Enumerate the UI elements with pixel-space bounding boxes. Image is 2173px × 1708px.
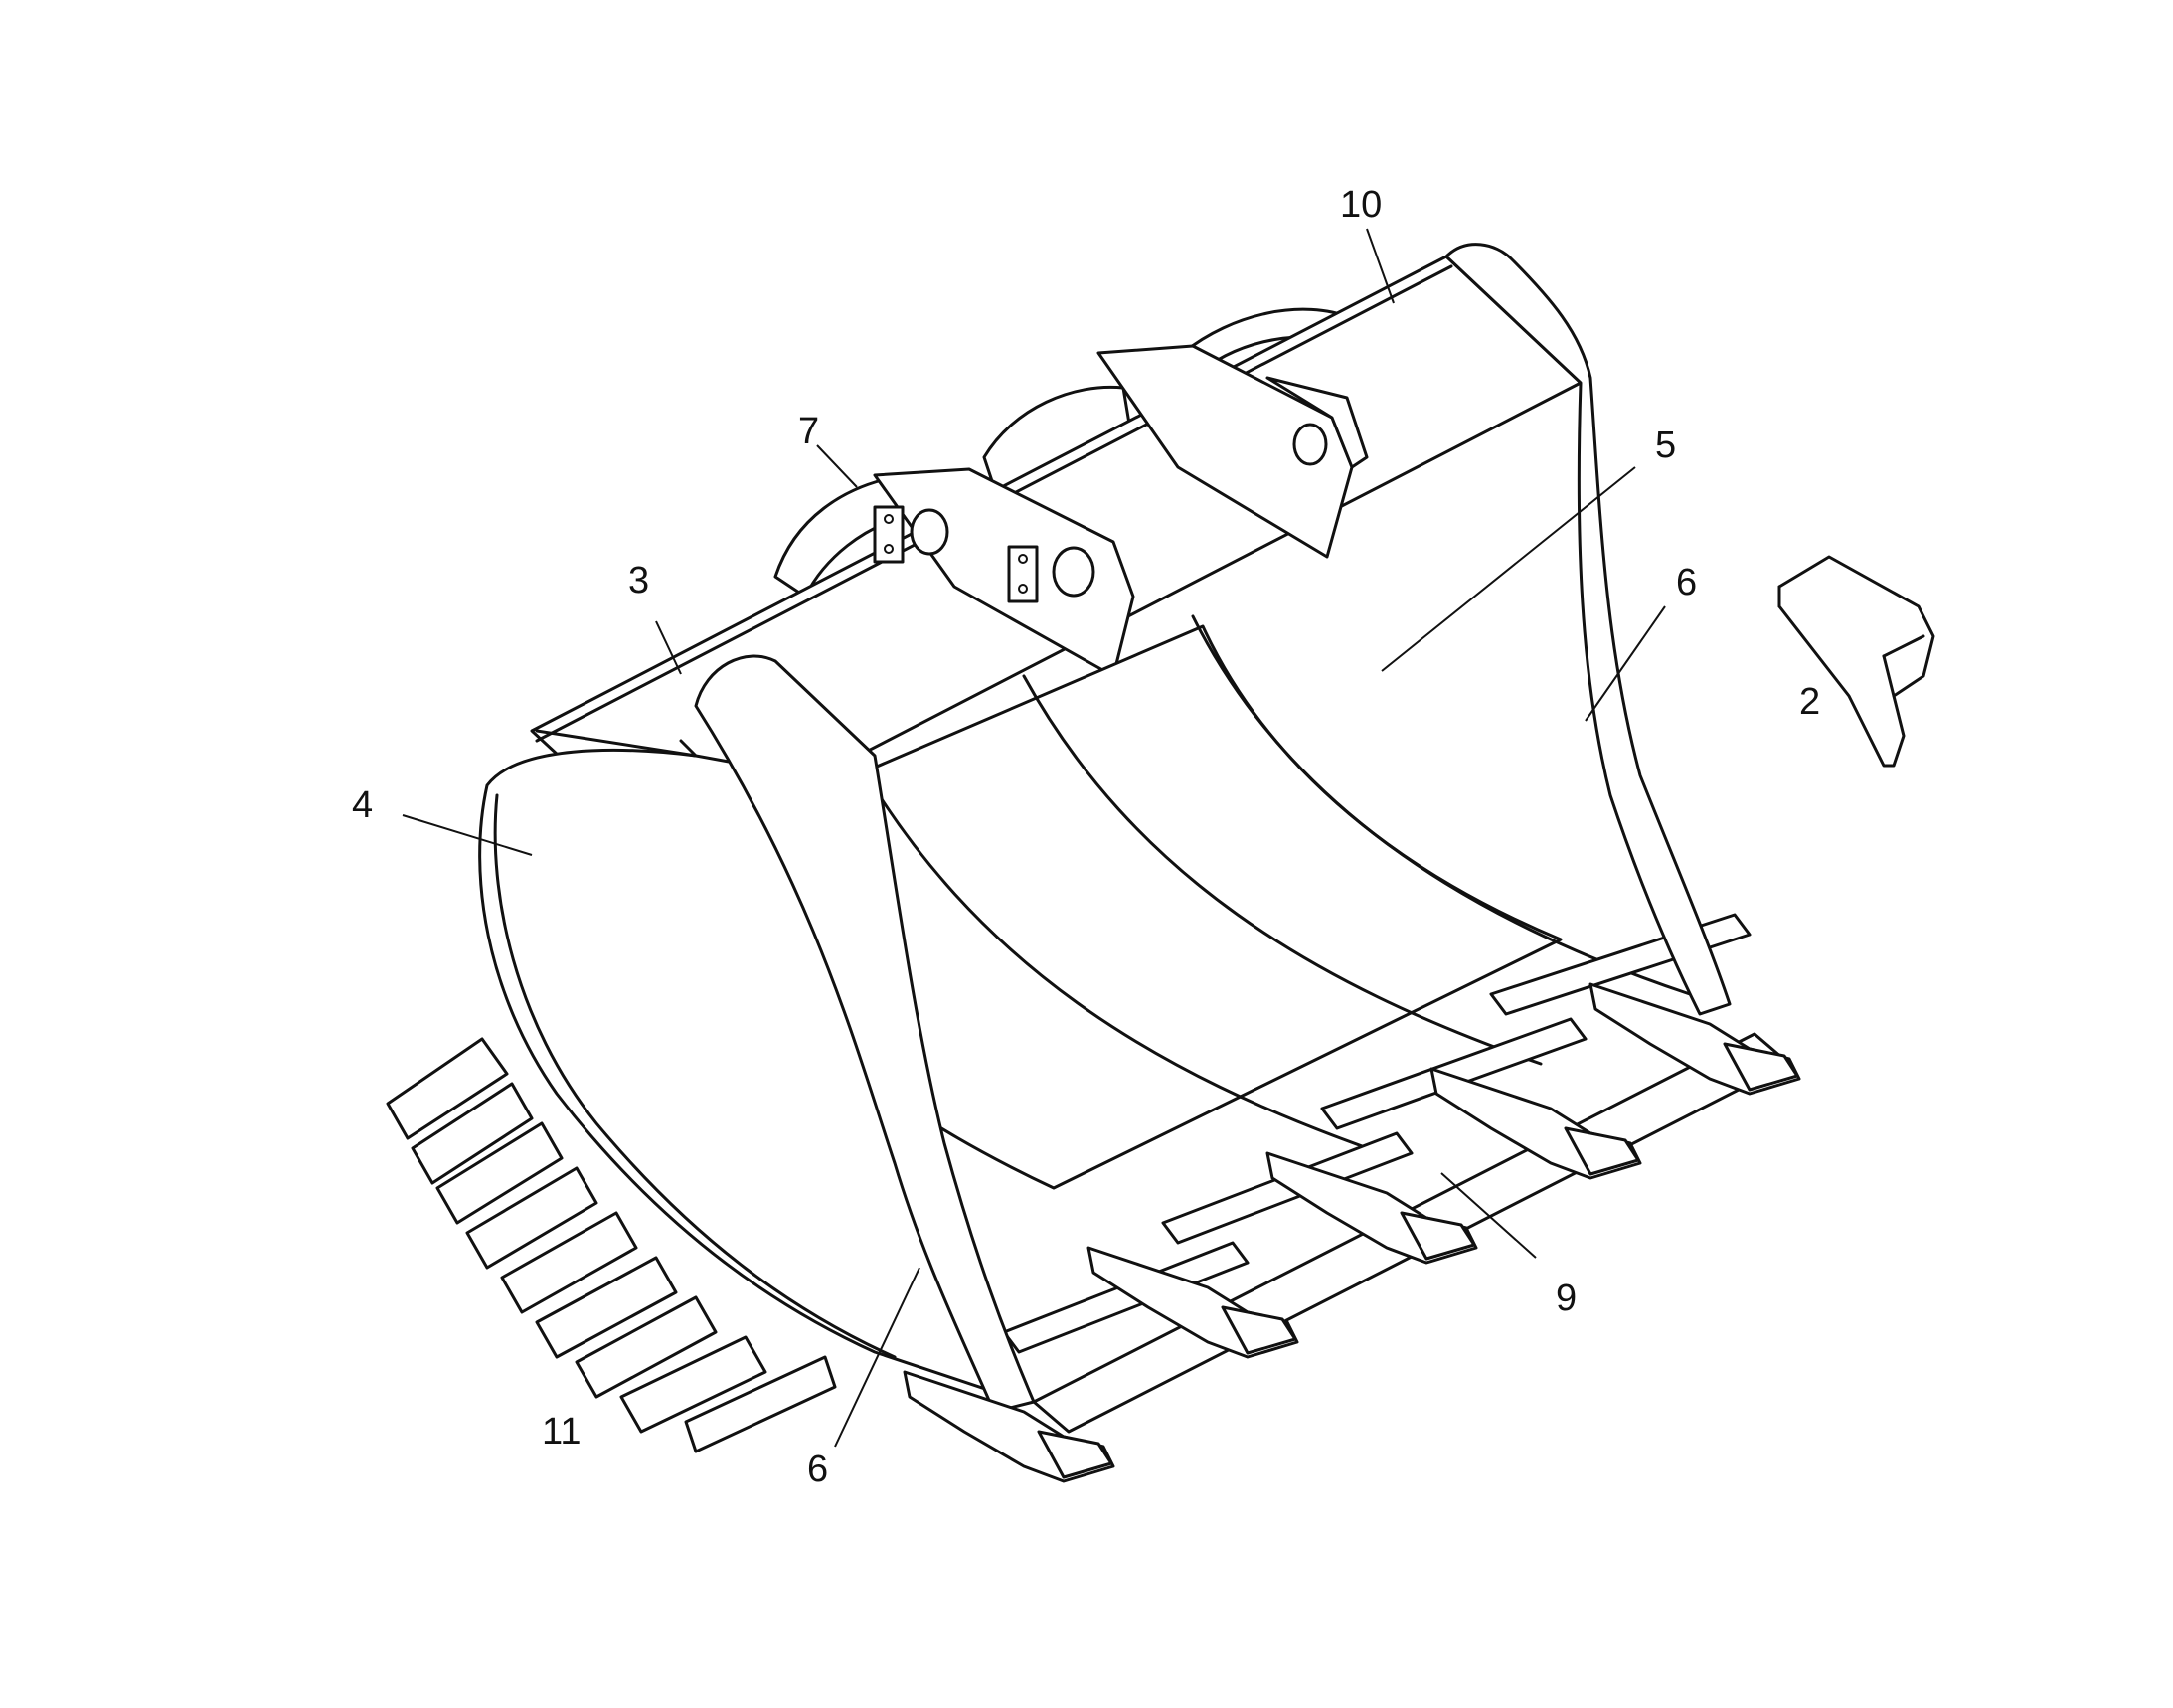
leader-4 [402, 814, 533, 856]
mounting-bracket-left [873, 467, 1135, 678]
tooth-2 [1086, 1246, 1299, 1359]
label-7: 7 [798, 411, 819, 452]
tooth-4 [1429, 1067, 1642, 1180]
leader-9 [1440, 1172, 1537, 1259]
label-6-left: 6 [807, 1449, 828, 1490]
tooth-tip-part [1777, 555, 1935, 768]
tooth-3 [1265, 1151, 1478, 1265]
tooth-5 [1588, 982, 1801, 1096]
leader-5 [1381, 466, 1636, 672]
leader-3 [655, 620, 682, 675]
label-6-right: 6 [1676, 562, 1697, 603]
side-shank-right [1444, 243, 1732, 1016]
side-wear-strips [386, 1037, 837, 1453]
leader-6-left [834, 1267, 920, 1448]
side-plate-left [478, 729, 996, 1394]
mounting-bracket-right [1096, 344, 1369, 559]
label-2: 2 [1799, 681, 1820, 723]
label-11: 11 [542, 1411, 581, 1452]
label-5: 5 [1655, 425, 1676, 466]
tooth-1 [903, 1370, 1115, 1483]
label-4: 4 [352, 784, 373, 826]
side-shank-left [694, 654, 1036, 1414]
label-9: 9 [1556, 1278, 1577, 1319]
label-3: 3 [628, 560, 649, 601]
leader-6-right [1585, 605, 1666, 722]
leader-lines [402, 228, 1666, 1448]
label-10: 10 [1340, 184, 1382, 226]
part-labels: 10 7 5 3 6 2 4 9 11 6 [352, 184, 1820, 1490]
leader-10 [1366, 228, 1395, 304]
leader-7 [816, 444, 858, 488]
